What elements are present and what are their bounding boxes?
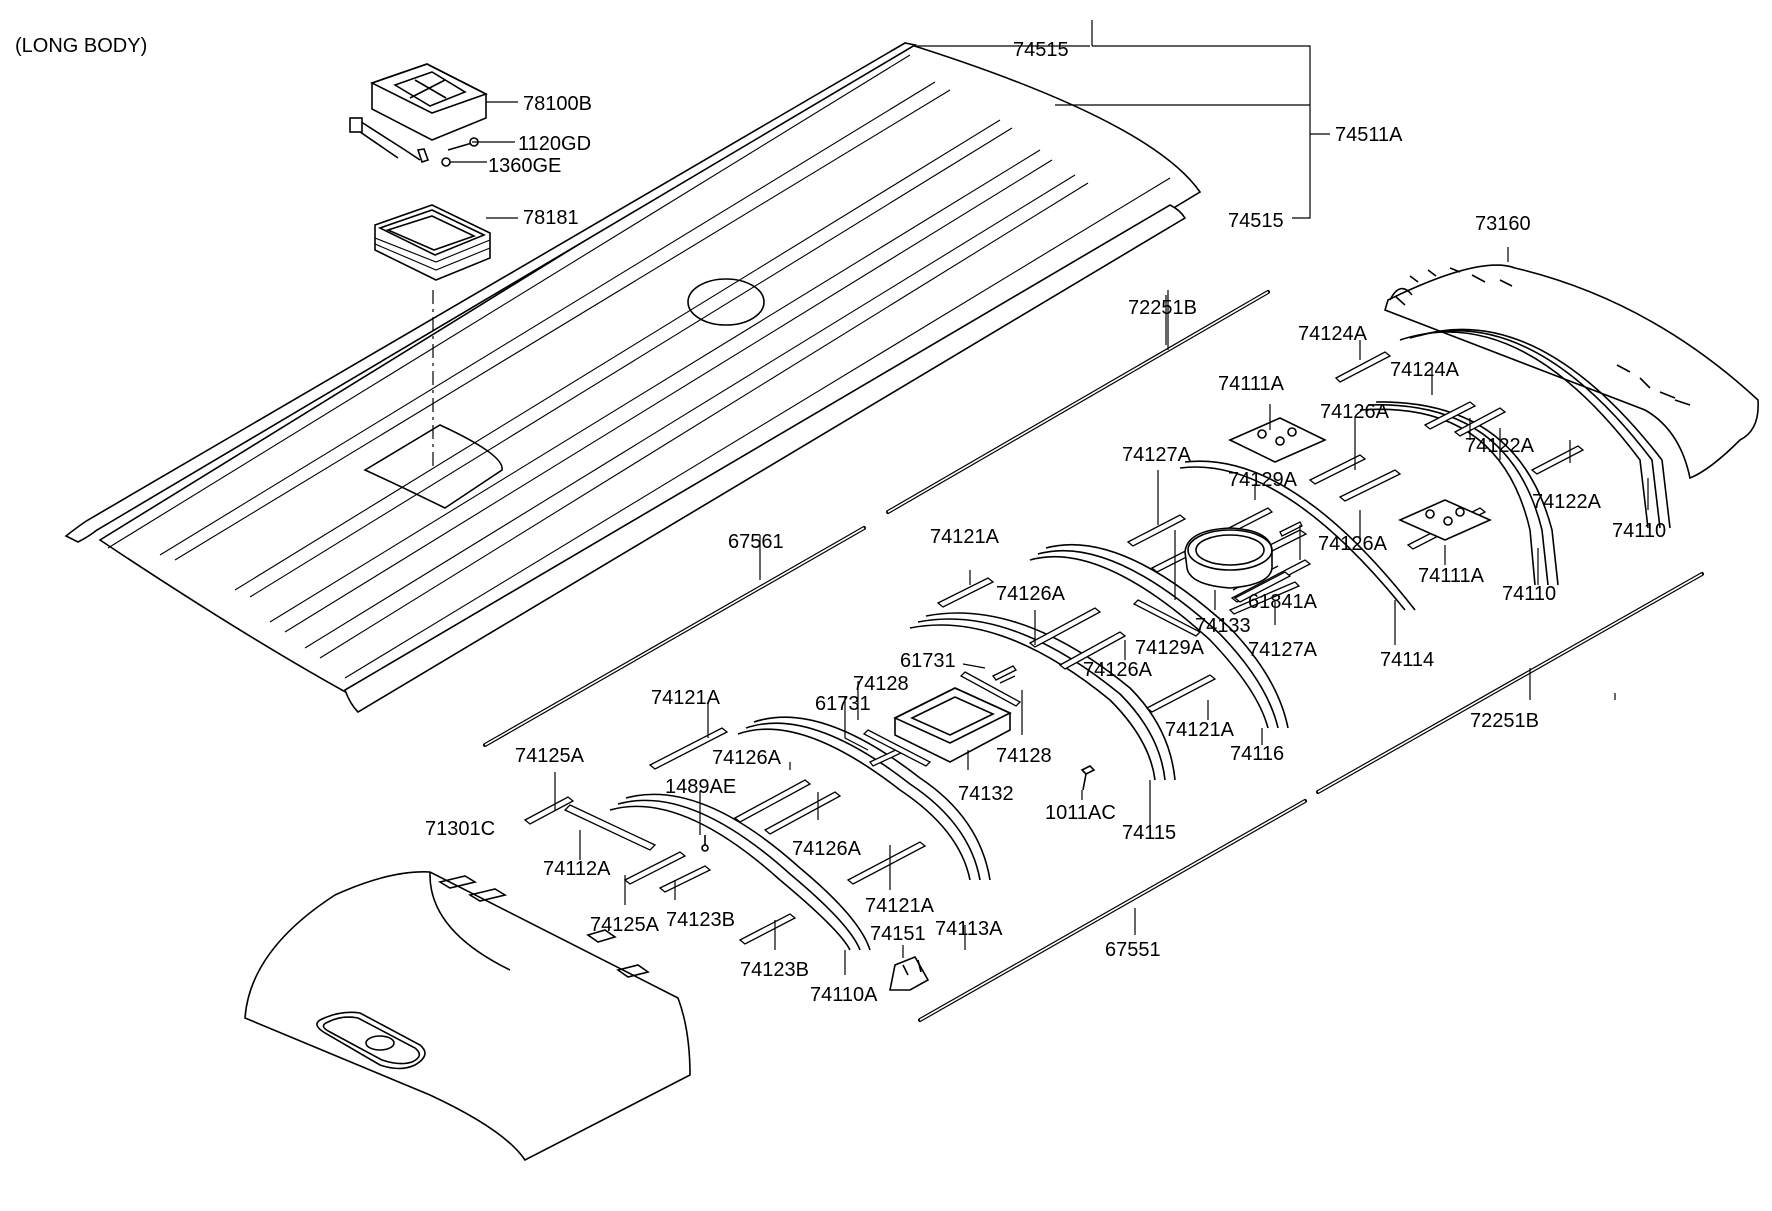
- part-label: 67551: [1105, 939, 1161, 961]
- part-labels: (LONG BODY) 74515 78100B 1120GD 1360GE 7…: [15, 35, 1666, 1006]
- part-label: 74126A: [1320, 401, 1390, 423]
- part-label: 74124A: [1390, 359, 1460, 381]
- part-label: 74121A: [930, 526, 1000, 548]
- part-label: 1489AE: [665, 776, 736, 798]
- part-label: 74121A: [865, 895, 935, 917]
- part-label: 72251B: [1128, 297, 1197, 319]
- part-label: 74129A: [1228, 469, 1298, 491]
- part-label: 74133: [1195, 615, 1251, 637]
- part-label: 74122A: [1532, 491, 1602, 513]
- part-label: 74126A: [996, 583, 1066, 605]
- part-label: 71301C: [425, 818, 495, 840]
- part-label: 74128: [853, 673, 909, 695]
- part-label: 78100B: [523, 93, 592, 115]
- front-roof-cap: [244, 871, 691, 1162]
- part-label: 74122A: [1465, 435, 1535, 457]
- part-label: 74132: [958, 783, 1014, 805]
- part-label: 78181: [523, 207, 579, 229]
- part-label: 74125A: [590, 914, 660, 936]
- part-label: 74151: [870, 923, 926, 945]
- part-label: 74126A: [712, 747, 782, 769]
- part-label: 74116: [1230, 743, 1284, 765]
- part-label: 74115: [1122, 822, 1176, 844]
- part-label: 74515: [1228, 210, 1284, 232]
- part-label: 74128: [996, 745, 1052, 767]
- part-label: 74126A: [792, 838, 862, 860]
- fasteners: [701, 765, 1096, 991]
- part-label: 74127A: [1122, 444, 1192, 466]
- part-label: 74123B: [666, 909, 735, 931]
- part-label: 61731: [900, 650, 956, 672]
- variant-label: (LONG BODY): [15, 35, 147, 57]
- roof-panel: [64, 42, 1202, 714]
- mounting-brackets: [1228, 417, 1492, 541]
- reinforcement-strips: [523, 351, 1585, 945]
- part-label: 61841A: [1248, 591, 1318, 613]
- drip-moldings: [483, 290, 1704, 1022]
- part-label: 74121A: [651, 687, 721, 709]
- part-label: 74110: [1612, 520, 1666, 542]
- part-label: 74129A: [1135, 637, 1205, 659]
- part-label: 74111A: [1218, 373, 1285, 395]
- part-label: 1011AC: [1045, 802, 1116, 824]
- part-label: 61731: [815, 693, 871, 715]
- part-label: 74114: [1380, 649, 1434, 671]
- part-label: 74123B: [740, 959, 809, 981]
- part-label: 74126A: [1083, 659, 1153, 681]
- part-label: 74125A: [515, 745, 585, 767]
- part-label: 73160: [1475, 213, 1531, 235]
- part-label: 1360GE: [488, 155, 561, 177]
- leader-lines: [450, 20, 1649, 975]
- part-label: 74110: [1502, 583, 1556, 605]
- part-label: 74110A: [810, 984, 878, 1006]
- part-label: 74112A: [543, 858, 611, 880]
- part-label: 72251B: [1470, 710, 1539, 732]
- part-label: 74126A: [1318, 533, 1388, 555]
- rear-roof-bow: [1384, 264, 1759, 480]
- part-label: 74127A: [1248, 639, 1318, 661]
- fan-ring: [1184, 527, 1273, 589]
- part-label: 74515: [1013, 39, 1069, 61]
- part-label: 67561: [728, 531, 784, 553]
- part-label: 74111A: [1418, 565, 1485, 587]
- part-label: 1120GD: [518, 133, 591, 155]
- roof-vent-assembly: [349, 63, 491, 468]
- part-label: 74121A: [1165, 719, 1235, 741]
- part-label: 74511A: [1335, 124, 1403, 146]
- roof-bows: [609, 328, 1671, 951]
- part-label: 74124A: [1298, 323, 1368, 345]
- hatch-frame: [893, 687, 1012, 763]
- part-label: 74113A: [935, 918, 1003, 940]
